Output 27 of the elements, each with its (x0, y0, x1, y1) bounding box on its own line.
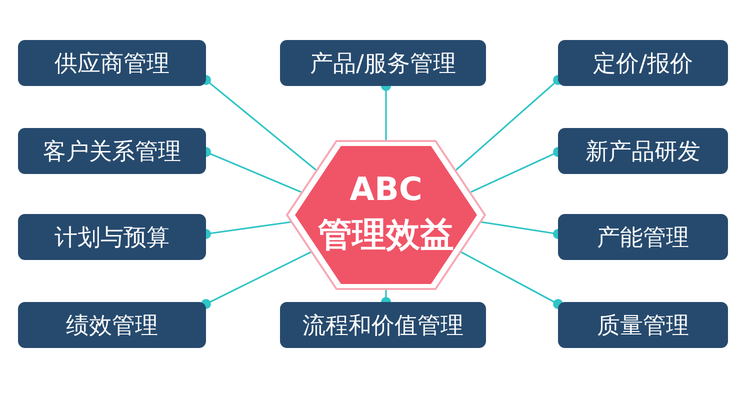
connector-line (455, 75, 563, 171)
topic-label: 新产品研发 (586, 138, 700, 166)
topic-box (18, 40, 206, 86)
hexagon-title: ABC (348, 170, 424, 208)
topic-label: 计划与预算 (54, 224, 170, 252)
hexagon-title: 管理效益 (317, 214, 455, 257)
topic-box (280, 302, 486, 348)
topic-box (18, 214, 206, 260)
topic-box (18, 128, 206, 174)
topic-label: 流程和价值管理 (302, 312, 464, 340)
topic-box (558, 302, 728, 348)
topic-box (558, 214, 728, 260)
hexagon (286, 140, 486, 290)
topic-label: 产能管理 (597, 224, 689, 252)
connector-line (201, 251, 312, 309)
topic-label: 质量管理 (597, 312, 689, 340)
topic-label: 产品/服务管理 (310, 50, 456, 78)
topic-box (18, 302, 206, 348)
connector-line (460, 251, 563, 309)
connector-line (201, 75, 316, 171)
topic-label: 客户关系管理 (43, 138, 181, 166)
topic-box (558, 128, 728, 174)
topic-box (280, 40, 486, 86)
topic-box (558, 40, 728, 86)
topic-label: 供应商管理 (54, 50, 170, 78)
topic-label: 定价/报价 (593, 50, 693, 78)
topic-label: 绩效管理 (66, 312, 158, 340)
